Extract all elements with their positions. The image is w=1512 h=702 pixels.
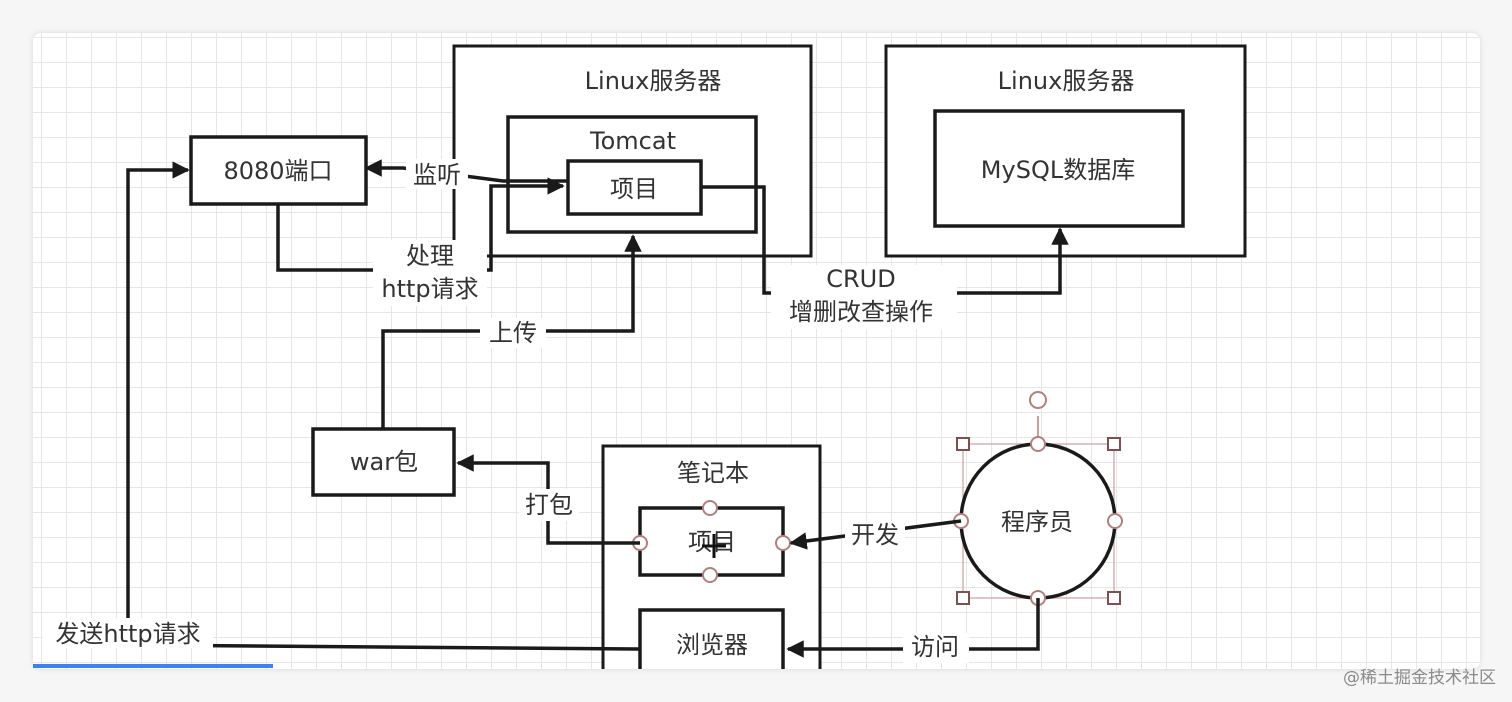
project-local-handle-right[interactable]	[775, 535, 791, 551]
programmer-handle-right[interactable]	[1107, 513, 1123, 529]
send-http-connector[interactable]	[126, 161, 641, 651]
browser-label: 浏览器	[676, 631, 748, 659]
handle-label-line1: 处理	[406, 242, 454, 270]
laptop-label: 笔记本	[677, 459, 749, 487]
port-8080-box[interactable]	[189, 135, 368, 206]
mysql-box[interactable]	[933, 109, 1185, 228]
linux-server-1-label: Linux服务器	[585, 67, 722, 95]
upload-label: 上传	[489, 319, 537, 347]
linux-server-2-label: Linux服务器	[998, 67, 1135, 95]
project-local-handle-top[interactable]	[702, 500, 718, 516]
architecture-diagram: Linux服务器 Tomcat 项目 Linux服务器 MySQL数据库 808…	[43, 44, 1247, 669]
diagram-canvas[interactable]: Linux服务器 Tomcat 项目 Linux服务器 MySQL数据库 808…	[33, 33, 1480, 669]
project-local-label: 项目	[688, 528, 736, 556]
selection-bar	[33, 664, 273, 668]
listen-label: 监听	[413, 161, 461, 189]
resize-handle-se[interactable]	[1107, 591, 1121, 605]
war-package-label: war包	[350, 448, 418, 476]
develop-label: 开发	[851, 521, 899, 549]
visit-label: 访问	[911, 633, 959, 661]
war-package-box[interactable]	[311, 427, 456, 497]
visit-connector[interactable]	[786, 598, 1040, 658]
tomcat-label: Tomcat	[589, 127, 676, 155]
package-label: 打包	[525, 491, 573, 519]
send-http-label: 发送http请求	[55, 620, 200, 648]
project-local-handle-bottom[interactable]	[702, 567, 718, 583]
rotate-handle[interactable]	[1029, 391, 1047, 409]
resize-handle-ne[interactable]	[1107, 437, 1121, 451]
browser-box[interactable]	[638, 608, 785, 669]
crud-label-line1: CRUD	[826, 265, 895, 293]
port-8080-label: 8080端口	[223, 157, 332, 185]
project-server-box[interactable]	[566, 159, 703, 216]
programmer-handle-top[interactable]	[1030, 436, 1046, 452]
crud-label-line2: 增删改查操作	[789, 298, 933, 326]
project-server-label: 项目	[610, 175, 658, 203]
resize-handle-sw[interactable]	[956, 591, 970, 605]
resize-handle-nw[interactable]	[956, 437, 970, 451]
mysql-label: MySQL数据库	[981, 156, 1135, 184]
move-cursor-icon	[702, 534, 726, 558]
process-http-connector[interactable]	[276, 177, 565, 272]
handle-label-line2: http请求	[381, 275, 478, 303]
crud-connector[interactable]	[701, 185, 1069, 295]
programmer-label: 程序员	[1001, 508, 1073, 536]
watermark: @稀土掘金技术社区	[1343, 668, 1496, 688]
